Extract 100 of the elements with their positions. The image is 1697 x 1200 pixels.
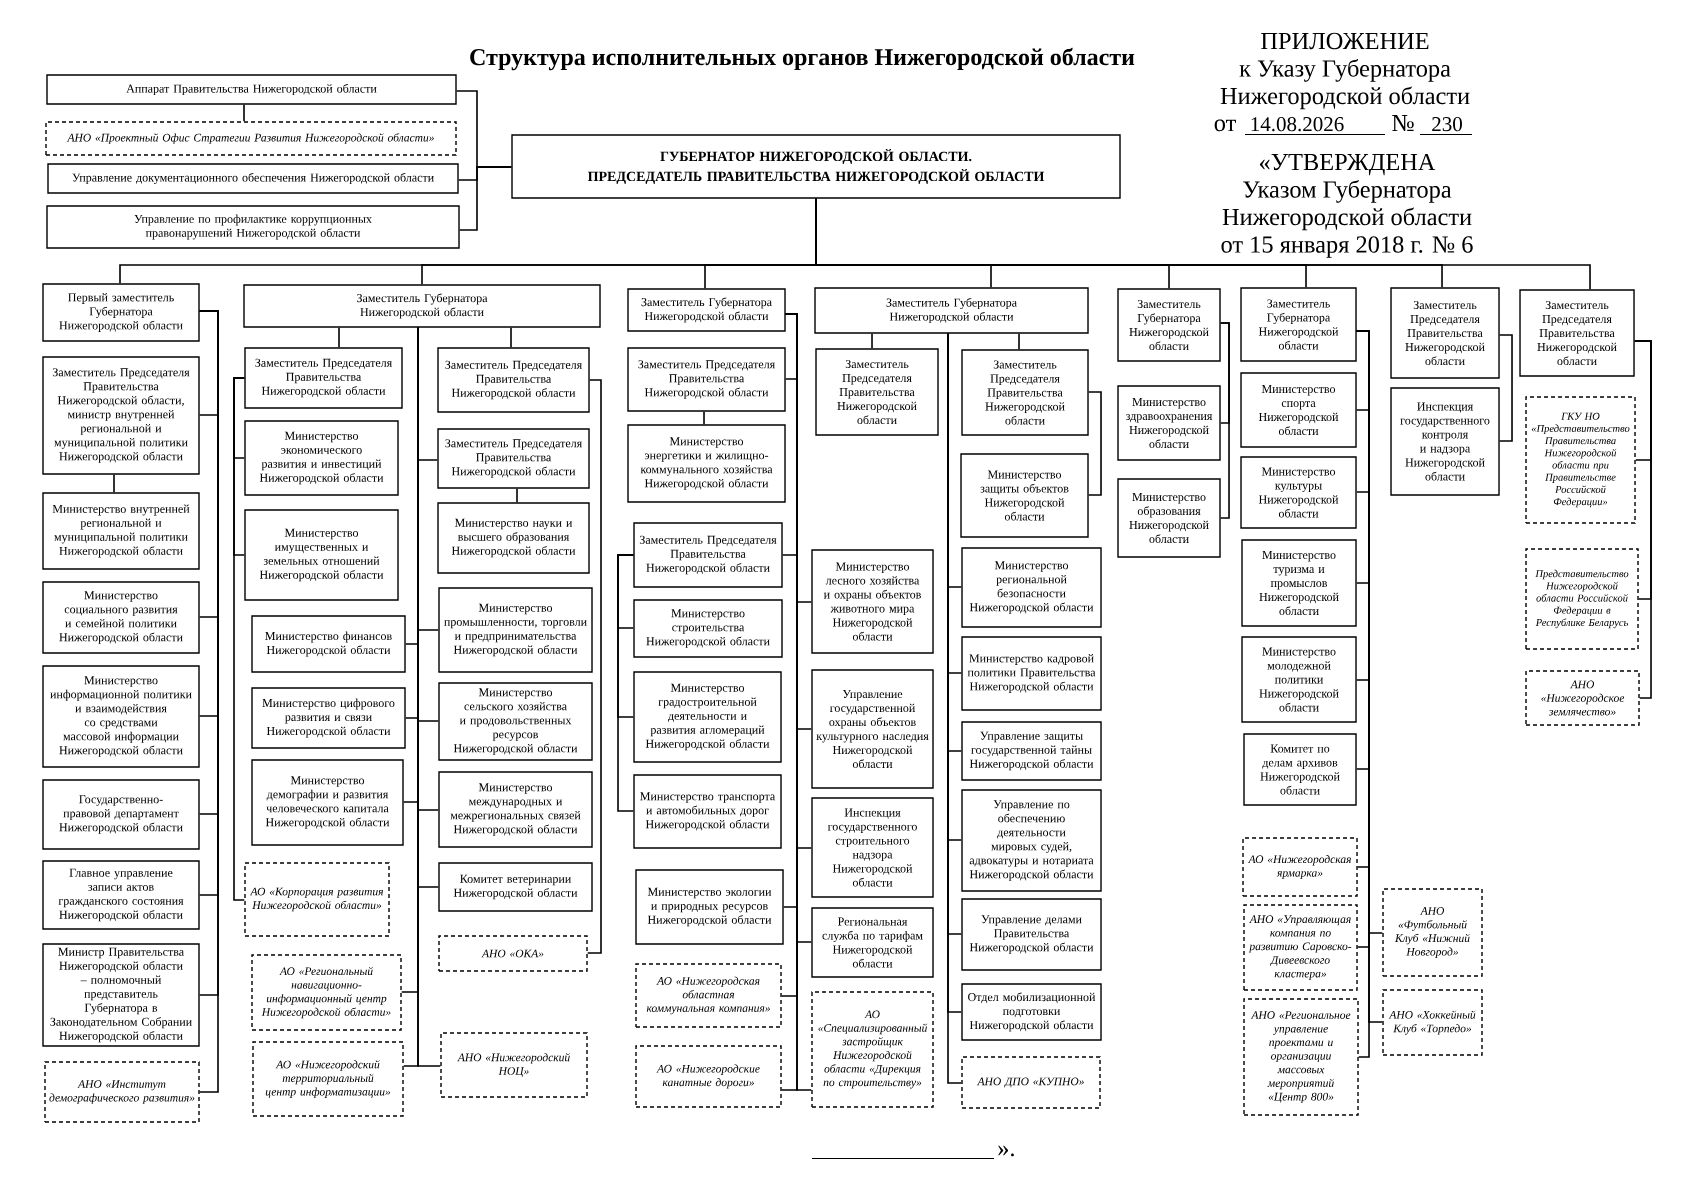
header-text: от (1214, 119, 1236, 132)
connector-line (1633, 340, 1652, 699)
connector-line (784, 313, 813, 1091)
org-box: Отдел мобилизационной подготовки Нижегородской области (961, 983, 1102, 1041)
connector-line (113, 473, 115, 494)
connector-line (1087, 391, 1102, 496)
dashed-org-box: АНО «Проектный Офис Стратегии Развития Нижегородской области» (45, 121, 457, 156)
dashed-org-box: Представительство Нижегородской области Российской Федерации в Республике Беларусь (1525, 548, 1639, 650)
dashed-org-box: АО «Региональный навигационно-информационный центр Нижегородской области» (251, 954, 402, 1031)
dashed-org-box: АО «Нижегородский территориальный центр информатизации» (252, 1041, 404, 1117)
org-box: Заместитель Председателя Правительства Нижегородской области (1519, 289, 1635, 377)
dashed-org-box: АО «Корпорация развития Нижегородской области» (244, 862, 390, 937)
connector-line (338, 326, 340, 349)
org-box: Заместитель Председателя Правительства Нижегородской области (437, 428, 590, 489)
connector-line (871, 332, 873, 350)
org-box: Министерство цифрового развития и связи Нижегородской области (251, 687, 406, 749)
org-box: Министерство спорта Нижегородской области (1240, 372, 1357, 448)
org-box: Заместитель Председателя Правительства Нижегородской области (1390, 287, 1500, 379)
org-box: Министерство образования Нижегородской области (1117, 478, 1221, 558)
header-text: Нижегородской области (1222, 207, 1472, 231)
connector-line (510, 326, 512, 349)
connector-line (458, 166, 513, 231)
header-text: «УТВЕРЖДЕНА (1259, 153, 1436, 176)
org-box: Заместитель Председателя Правительства Нижегородской области (961, 349, 1089, 436)
org-box: Заместитель Губернатора Нижегородской области (1117, 288, 1221, 362)
org-box: Министерство демографии и развития человеческого капитала Нижегородской области (251, 759, 404, 846)
chart-title: Структура исполнительных органов Нижегородской области (470, 47, 1135, 71)
dashed-org-box: АНО «Региональное управление проектами и организации массовых мероприятий «Центр 800» (1243, 998, 1359, 1116)
org-box: Министерство градостроительной деятельности и развития агломераций Нижегородской области (633, 671, 782, 763)
org-box: Заместитель Председателя Правительства Нижегородской области (815, 348, 939, 436)
org-box: Управление по профилактике коррупционных правонарушений Нижегородской области (46, 205, 460, 249)
header-text: Нижегородской области (1220, 86, 1470, 110)
connector-line (815, 197, 1591, 291)
closing-quote-text: ». (998, 1145, 1014, 1157)
org-box: Инспекция государственного строительного надзора Нижегородской области (811, 797, 934, 898)
dashed-org-box: ГКУ НО «Представительство Правительства Нижегородской области при Правительстве Российской Федерации» (1525, 396, 1636, 524)
org-box: Министерство науки и высшего образования Нижегородской области (437, 502, 590, 574)
header-text: № (1392, 115, 1414, 131)
org-box: Комитет по делам архивов Нижегородской области (1243, 733, 1357, 806)
org-box: Заместитель Губернатора Нижегородской области (1240, 287, 1357, 362)
org-box: Управление государственной охраны объектов культурного наследия Нижегородской области (811, 669, 934, 789)
dashed-org-box: АО «Нижегородская областная коммунальная компания» (635, 963, 782, 1028)
org-box: Министерство международных и межрегиональных связей Нижегородской области (438, 771, 593, 848)
org-box: Первый заместитель Губернатора Нижегородской области (42, 283, 200, 342)
org-box: Комитет ветеринарии Нижегородской области (438, 862, 593, 912)
org-box: Министерство лесного хозяйства и охраны объектов животного мира Нижегородской области (811, 549, 934, 654)
org-box: Управление защиты государственной тайны Нижегородской области (961, 721, 1102, 781)
org-box: Министерство региональной безопасности Нижегородской области (961, 547, 1102, 628)
org-box: Заместитель Губернатора Нижегородской области (243, 284, 601, 328)
connector-line (1219, 322, 1230, 519)
org-box: Министерство энергетики и жилищно-коммунального хозяйства Нижегородской области (627, 424, 786, 503)
org-box: Управление документационного обеспечения Нижегородской области (47, 163, 459, 194)
dashed-org-box: АНО «Институт демографического развития» (44, 1061, 200, 1123)
org-box: Заместитель Губернатора Нижегородской области (814, 287, 1089, 334)
connector-line (516, 487, 518, 504)
org-box: Заместитель Председателя Правительства Нижегородской области (633, 522, 783, 588)
org-box: Министерство внутренней региональной и муниципальной политики Нижегородской области (42, 492, 200, 570)
connector-line (703, 410, 705, 426)
date-text: 14.08.2026 (1251, 117, 1344, 132)
org-box: Министерство социального развития и семейной политики Нижегородской области (42, 581, 200, 654)
org-box: Заместитель Губернатора Нижегородской области (627, 288, 786, 332)
header-text: к Указу Губернатора (1239, 59, 1451, 82)
org-box: Министерство здравоохранения Нижегородской области (1117, 385, 1221, 461)
org-box: Управление делами Правительства Нижегородской области (961, 898, 1102, 971)
org-box: Главное управление записи актов гражданского состояния Нижегородской области (42, 860, 200, 930)
org-box: Министерство информационной политики и взаимодействия со средствами массовой информации Нижегородской области (42, 665, 200, 768)
dashed-org-box: АНО «Управляющая компания по развитию Саровско-Дивеевского кластера» (1243, 904, 1358, 991)
org-box: Министерство сельского хозяйства и продовольственных ресурсов Нижегородской области (438, 682, 593, 761)
org-box: Министерство экономического развития и инвестиций Нижегородской области (244, 420, 399, 496)
dashed-org-box: АНО «Нижегородский НОЦ» (440, 1032, 588, 1098)
header-text: ПРИЛОЖЕНИЕ (1261, 32, 1429, 50)
connector-line (617, 554, 635, 812)
dashed-org-box: АО «Нижегородская ярмарка» (1242, 837, 1358, 897)
org-box: Министерство строительства Нижегородской области (633, 599, 783, 658)
org-box: Министерство имущественных и земельных отношений Нижегородской области (244, 509, 399, 601)
dashed-org-box: АНО ДПО «КУПНО» (961, 1056, 1101, 1109)
org-box: Министерство промышленности, торговли и предпринимательства Нижегородской области (438, 587, 593, 673)
org-box: Министерство экологии и природных ресурсов Нижегородской области (635, 869, 784, 945)
org-box: Государственно-правовой департамент Нижегородской области (42, 779, 200, 850)
dashed-org-box: АО «Нижегородские канатные дороги» (635, 1045, 782, 1108)
org-box: Министр Правительства Нижегородской области – полномочный представитель Губернатора в Законодательном Собрании Нижегородской области (42, 943, 200, 1047)
org-box: Министерство транспорта и автомобильных дорог Нижегородской области (633, 774, 782, 849)
connector-line (1018, 332, 1020, 351)
connector-line (1498, 334, 1513, 442)
org-box: Аппарат Правительства Нижегородской области (46, 74, 457, 105)
org-box: Министерство культуры Нижегородской области (1240, 456, 1357, 529)
dashed-org-box: АНО «Футбольный Клуб «Нижний Новгород» (1382, 888, 1483, 977)
dashed-org-box: АНО «Нижегородское землячество» (1525, 670, 1640, 726)
header-text: Указом Губернатора (1243, 180, 1452, 203)
dashed-org-box: АО «Специализированный застройщик Нижегородской области «Дирекция по строительству» (811, 991, 934, 1108)
org-box: Заместитель Председателя Правительства Нижегородской области (627, 347, 786, 412)
org-box: Инспекция государственного контроля и надзора Нижегородской области (1390, 387, 1500, 496)
org-box: Министерство кадровой политики Правительства Нижегородской области (961, 636, 1102, 711)
dashed-org-box: АНО «Хоккейный Клуб «Торпедо» (1382, 989, 1483, 1056)
org-box: Министерство туризма и промыслов Нижегородской области (1241, 539, 1357, 627)
connector-line (233, 377, 246, 901)
org-box: Заместитель Председателя Правительства Нижегородской области (437, 347, 590, 413)
connector-line (586, 379, 602, 954)
dashed-org-box: АНО «ОКА» (438, 935, 588, 972)
org-box: Министерство финансов Нижегородской области (251, 615, 406, 673)
